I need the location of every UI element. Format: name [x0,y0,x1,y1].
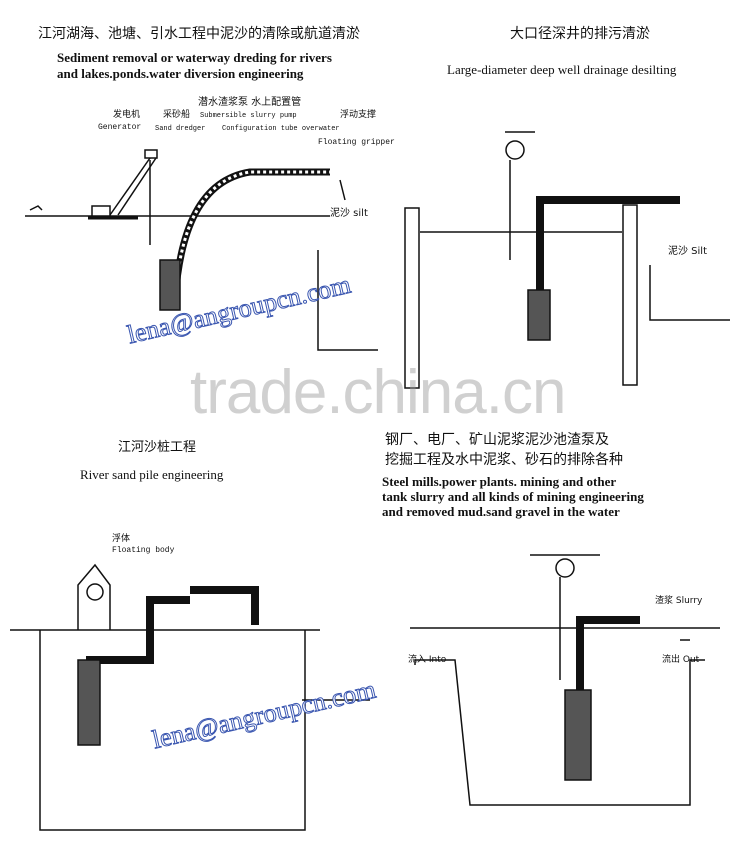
inflow-label: 流入 Into [408,655,447,665]
dredger-label-zh: 采砂船 [163,110,191,120]
watermark-site: trade.china.cn [190,358,566,427]
panel2-title-zh: 大口径深井的排污清淤 [510,26,650,42]
config-label-en: Configuration tube overwater [222,125,340,133]
panel4-title-zh-1: 钢厂、电厂、矿山泥浆泥沙池渣泵及 [385,432,609,448]
generator-label-en: Generator [98,123,142,132]
panel4-drawing [410,554,720,806]
panel4-title-en-3: and removed mud.sand gravel in the water [382,504,620,519]
panel3-title-zh: 江河沙桩工程 [118,440,197,455]
float-label-zh: 浮体 [112,534,131,544]
panel1-drawing [25,149,378,351]
panel2-title-en: Large-diameter deep well drainage desilt… [447,62,677,77]
panel4-title-en-2: tank slurry and all kinds of mining engi… [382,489,644,504]
panel2-drawing [404,131,730,389]
sediment-pit [317,250,378,351]
well-pipe [536,196,680,330]
slurry-label: 渣浆 Slurry [655,596,703,606]
panel1-title-zh: 江河湖海、池塘、引水工程中泥沙的清除或航道清淤 [38,26,360,42]
dredger-label-en: Sand dredger [155,125,206,133]
pump-label-en: Submersible slurry pump [200,112,297,120]
generator-label-zh: 发电机 [113,110,141,120]
panel3-title-en: River sand pile engineering [80,467,224,482]
silt-label-1: 泥沙 silt [330,208,368,219]
outflow-label: 流出 Out [662,655,700,665]
panel1-title-en-1: Sediment removal or waterway dreding for… [57,50,332,65]
pump-label-zh: 潜水渣浆泵 水上配置管 [198,97,302,108]
panel4-title-en-1: Steel mills.power plants. mining and oth… [382,474,617,489]
panel3-drawing [10,563,370,831]
floating-label-zh: 浮动支撑 [340,110,377,120]
floating-label-en: Floating gripper [318,138,395,147]
panel4-title-zh-2: 挖掘工程及水中泥浆、砂石的排除各种 [385,452,623,468]
panel1-title-en-2: and lakes.ponds.water diversion engineer… [57,66,304,81]
pump [159,259,181,311]
float-label-en: Floating body [112,546,175,555]
silt-label-2: 泥沙 Silt [668,246,708,257]
